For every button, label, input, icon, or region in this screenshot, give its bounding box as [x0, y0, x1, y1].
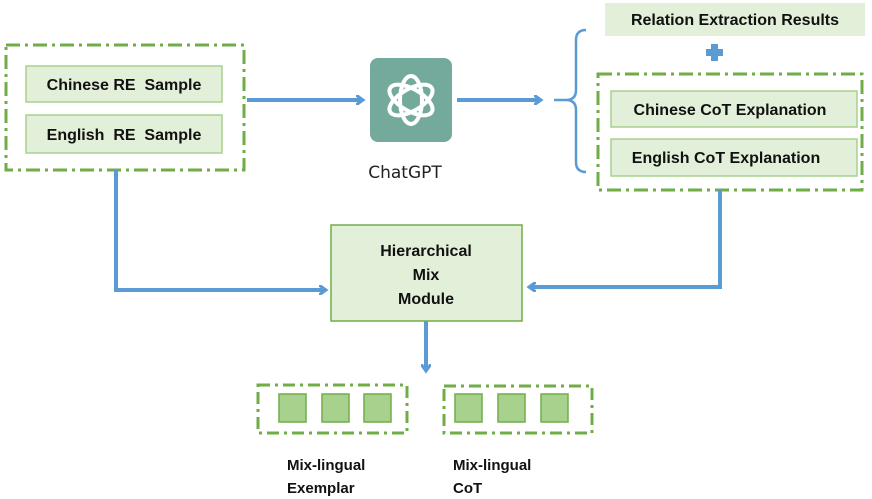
exemplar-caption-line1: Mix-lingual	[287, 457, 365, 474]
cot-explanations-group	[596, 72, 864, 192]
chatgpt-logo-bg	[370, 58, 452, 142]
exemplar-caption-line2: Exemplar	[287, 480, 355, 497]
cot-token	[497, 393, 526, 423]
chinese-sample-box	[25, 65, 223, 103]
english-sample-box	[25, 114, 223, 154]
module-label-line1: Hierarchical	[380, 243, 472, 260]
module-label-line3: Module	[398, 291, 454, 308]
english-cot-box	[610, 138, 858, 177]
chatgpt-label: ChatGPT	[368, 163, 442, 183]
output-brace	[554, 28, 587, 174]
cot-token	[454, 393, 483, 423]
arrow-inputs-to-module	[114, 170, 325, 290]
relation-results-label: Relation Extraction Results	[631, 12, 839, 29]
mix-lingual-cot-group	[442, 384, 594, 435]
exemplar-token	[321, 393, 350, 423]
arrow-outputs-to-module	[530, 190, 722, 287]
exemplar-token	[363, 393, 392, 423]
relation-results-box	[605, 3, 865, 36]
cot-token	[540, 393, 569, 423]
mix-lingual-exemplar-group	[256, 383, 409, 435]
english-sample-label: English RE Sample	[47, 127, 202, 144]
exemplar-token	[278, 393, 307, 423]
chinese-sample-label: Chinese RE Sample	[47, 77, 202, 94]
cot-caption-line1: Mix-lingual	[453, 457, 531, 474]
chinese-cot-box	[610, 90, 858, 128]
input-samples-group	[4, 43, 246, 172]
plus-icon	[706, 44, 723, 61]
chinese-cot-label: Chinese CoT Explanation	[634, 102, 827, 119]
hierarchical-mix-module	[330, 224, 523, 322]
cot-caption-line2: CoT	[453, 480, 482, 497]
english-cot-label: English CoT Explanation	[632, 150, 820, 167]
openai-knot-icon	[387, 74, 435, 126]
module-label-line2: Mix	[413, 267, 440, 284]
